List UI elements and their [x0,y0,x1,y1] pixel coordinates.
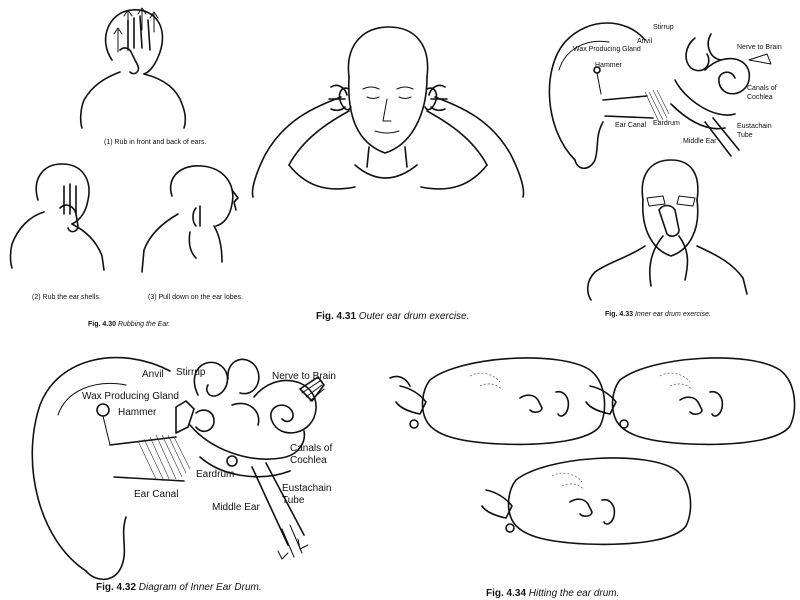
label-wax-gland: Wax Producing Gland [82,391,179,402]
small-label-anvil: Anvil [637,38,653,45]
fig-4-30-number: Fig. 4.30 [88,321,117,328]
small-label-stirrup: Stirrup [653,24,674,31]
small-label-wax-gland: Wax Producing Gland [573,46,641,53]
fig-4-31-panel: Fig. 4.31 Outer ear drum exercise. [245,15,535,322]
fig-4-32-number: Fig. 4.32 [96,582,137,593]
fig-4-30-title: Rubbing the Ear. [116,321,171,328]
small-label-middle-ear: Middle Ear [683,138,717,145]
fig-4-31-caption: Fig. 4.31 Outer ear drum exercise. [316,311,469,322]
fig-4-30-caption: Fig. 4.30 Rubbing the Ear. [88,321,170,328]
head-back-view-2 [585,357,796,446]
label-ear-canal: Ear Canal [134,489,179,500]
fig-4-32-caption: Fig. 4.32 Diagram of Inner Ear Drum. [96,582,262,593]
small-label-canals: Canals of Cochlea [747,85,777,101]
step-2-caption: (2) Rub the ear shells. [32,294,101,301]
rubbing-ear-illustrations [9,7,239,273]
fig-4-33-number: Fig. 4.33 [605,311,634,318]
fig-4-32-title: Diagram of Inner Ear Drum. [136,582,262,593]
label-stirrup: Stirrup [176,367,206,378]
inner-ear-diagram-small [548,22,772,170]
wax-gland-dot [96,403,110,417]
label-eardrum: Eardrum [196,469,235,480]
figure-pull-ear-lobes [141,165,239,273]
hitting-ear-drum-illustrations [389,357,796,546]
label-eustachain: Eustachain [282,483,332,494]
fig-4-33-caption: Fig. 4.33 Inner ear drum exercise. [605,311,711,318]
fig-4-34-number: Fig. 4.34 [486,588,527,599]
fig-4-30-panel: (1) Rub in front and back of ears. (2) R… [0,0,270,340]
head-back-view-1 [389,357,606,446]
head-back-view-3 [481,457,692,546]
fig-4-31-number: Fig. 4.31 [316,311,357,322]
label-canals-of: Canals of [290,443,333,454]
small-label-ear-canal: Ear Canal [615,122,647,129]
label-hammer: Hammer [118,407,157,418]
small-label-hammer: Hammer [595,62,622,69]
fig-4-32-panel: Anvil Stirrup Nerve to Brain Wax Produci… [0,345,380,600]
outer-ear-drum-illustration [251,26,525,198]
fig-4-34-caption: Fig. 4.34 Hitting the ear drum. [486,588,619,599]
figure-rub-ear-shells [9,163,105,271]
figure-rub-front-back [79,7,187,129]
small-label-eardrum: Eardrum [653,120,680,127]
label-nerve-to-brain: Nerve to Brain [272,371,336,382]
fig-4-33-panel: Stirrup Anvil Wax Producing Gland Nerve … [535,10,800,330]
fig-4-34-title: Hitting the ear drum. [526,588,620,599]
label-cochlea: Cochlea [290,455,327,466]
inner-ear-exercise-person [586,159,748,301]
fig-4-33-title: Inner ear drum exercise. [633,311,711,318]
small-label-nerve: Nerve to Brain [737,44,782,51]
step-3-caption: (3) Pull down on the ear lobes. [148,294,243,301]
label-tube: Tube [282,495,305,506]
label-middle-ear: Middle Ear [212,502,260,513]
fig-4-34-panel: Fig. 4.34 Hitting the ear drum. [380,340,800,600]
label-anvil: Anvil [142,369,164,380]
small-label-eustachain: Eustachain Tube [737,123,772,139]
step-1-caption: (1) Rub in front and back of ears. [104,139,207,146]
fig-4-31-title: Outer ear drum exercise. [356,311,470,322]
inner-ear-diagram-large [31,356,325,581]
